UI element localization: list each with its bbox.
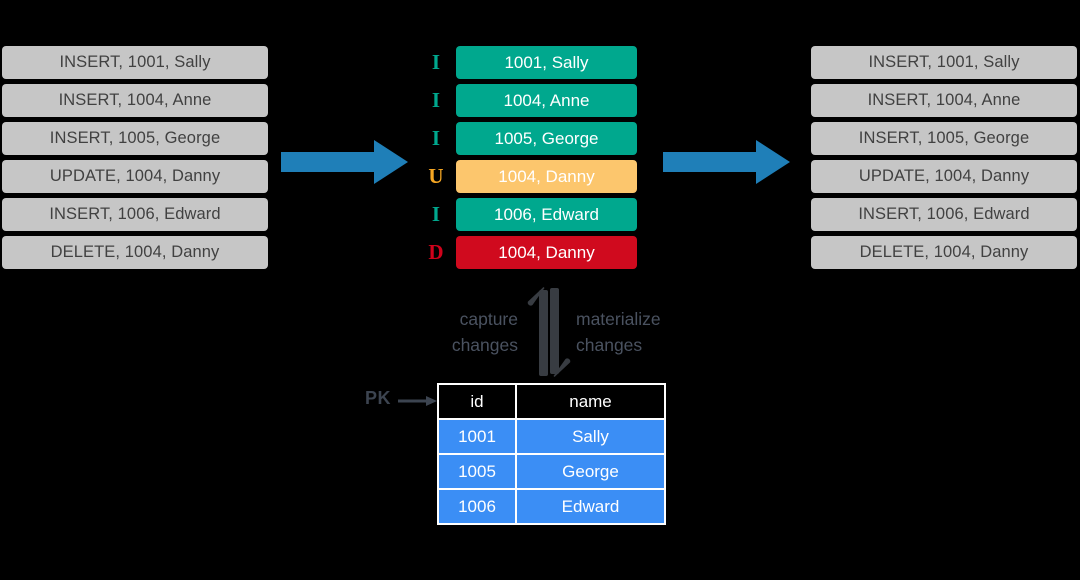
flow-arrow-deliver — [663, 140, 790, 189]
log-row: INSERT, 1001, Sally — [811, 46, 1077, 79]
operation-letter-insert: I — [431, 88, 441, 112]
flow-arrow-capture — [281, 140, 408, 189]
change-event-box: 1005, George — [456, 122, 637, 155]
operation-letter-insert: I — [431, 126, 441, 150]
log-row: DELETE, 1004, Danny — [2, 236, 268, 269]
cell-name: George — [515, 453, 666, 490]
log-row: DELETE, 1004, Danny — [811, 236, 1077, 269]
materialize-changes-label: materialize changes — [576, 309, 661, 355]
log-row: INSERT, 1006, Edward — [2, 198, 268, 231]
cell-name: Edward — [515, 488, 666, 525]
change-event-row: I 1004, Anne — [424, 84, 637, 117]
primary-key-label: PK — [365, 388, 392, 408]
change-event-row: D 1004, Danny — [424, 236, 637, 269]
log-row: INSERT, 1004, Anne — [811, 84, 1077, 117]
cell-id: 1006 — [437, 488, 517, 525]
change-event-row: I 1006, Edward — [424, 198, 637, 231]
capture-changes-label: capture changes — [451, 309, 518, 355]
column-header-name: name — [515, 383, 666, 420]
log-row: INSERT, 1005, George — [2, 122, 268, 155]
change-event-row: I 1005, George — [424, 122, 637, 155]
log-row: UPDATE, 1004, Danny — [811, 160, 1077, 193]
change-event-box: 1001, Sally — [456, 46, 637, 79]
operation-letter-insert: I — [431, 202, 441, 226]
cell-id: 1005 — [437, 453, 517, 490]
cell-id: 1001 — [437, 418, 517, 455]
table-header-row: id name — [437, 383, 666, 420]
operation-letter-update: U — [428, 164, 444, 188]
sync-arrows-icon — [525, 286, 571, 383]
operation-letter-insert: I — [431, 50, 441, 74]
log-row: INSERT, 1001, Sally — [2, 46, 268, 79]
cell-name: Sally — [515, 418, 666, 455]
pk-arrow-icon — [398, 393, 438, 414]
log-row: UPDATE, 1004, Danny — [2, 160, 268, 193]
change-event-box: 1004, Anne — [456, 84, 637, 117]
change-event-box: 1004, Danny — [456, 236, 637, 269]
change-event-box: 1004, Danny — [456, 160, 637, 193]
change-event-row: U 1004, Danny — [424, 160, 637, 193]
column-header-id: id — [437, 383, 517, 420]
change-event-box: 1006, Edward — [456, 198, 637, 231]
log-row: INSERT, 1004, Anne — [2, 84, 268, 117]
log-row: INSERT, 1006, Edward — [811, 198, 1077, 231]
change-event-row: I 1001, Sally — [424, 46, 637, 79]
log-row: INSERT, 1005, George — [811, 122, 1077, 155]
operation-letter-delete: D — [428, 240, 444, 264]
